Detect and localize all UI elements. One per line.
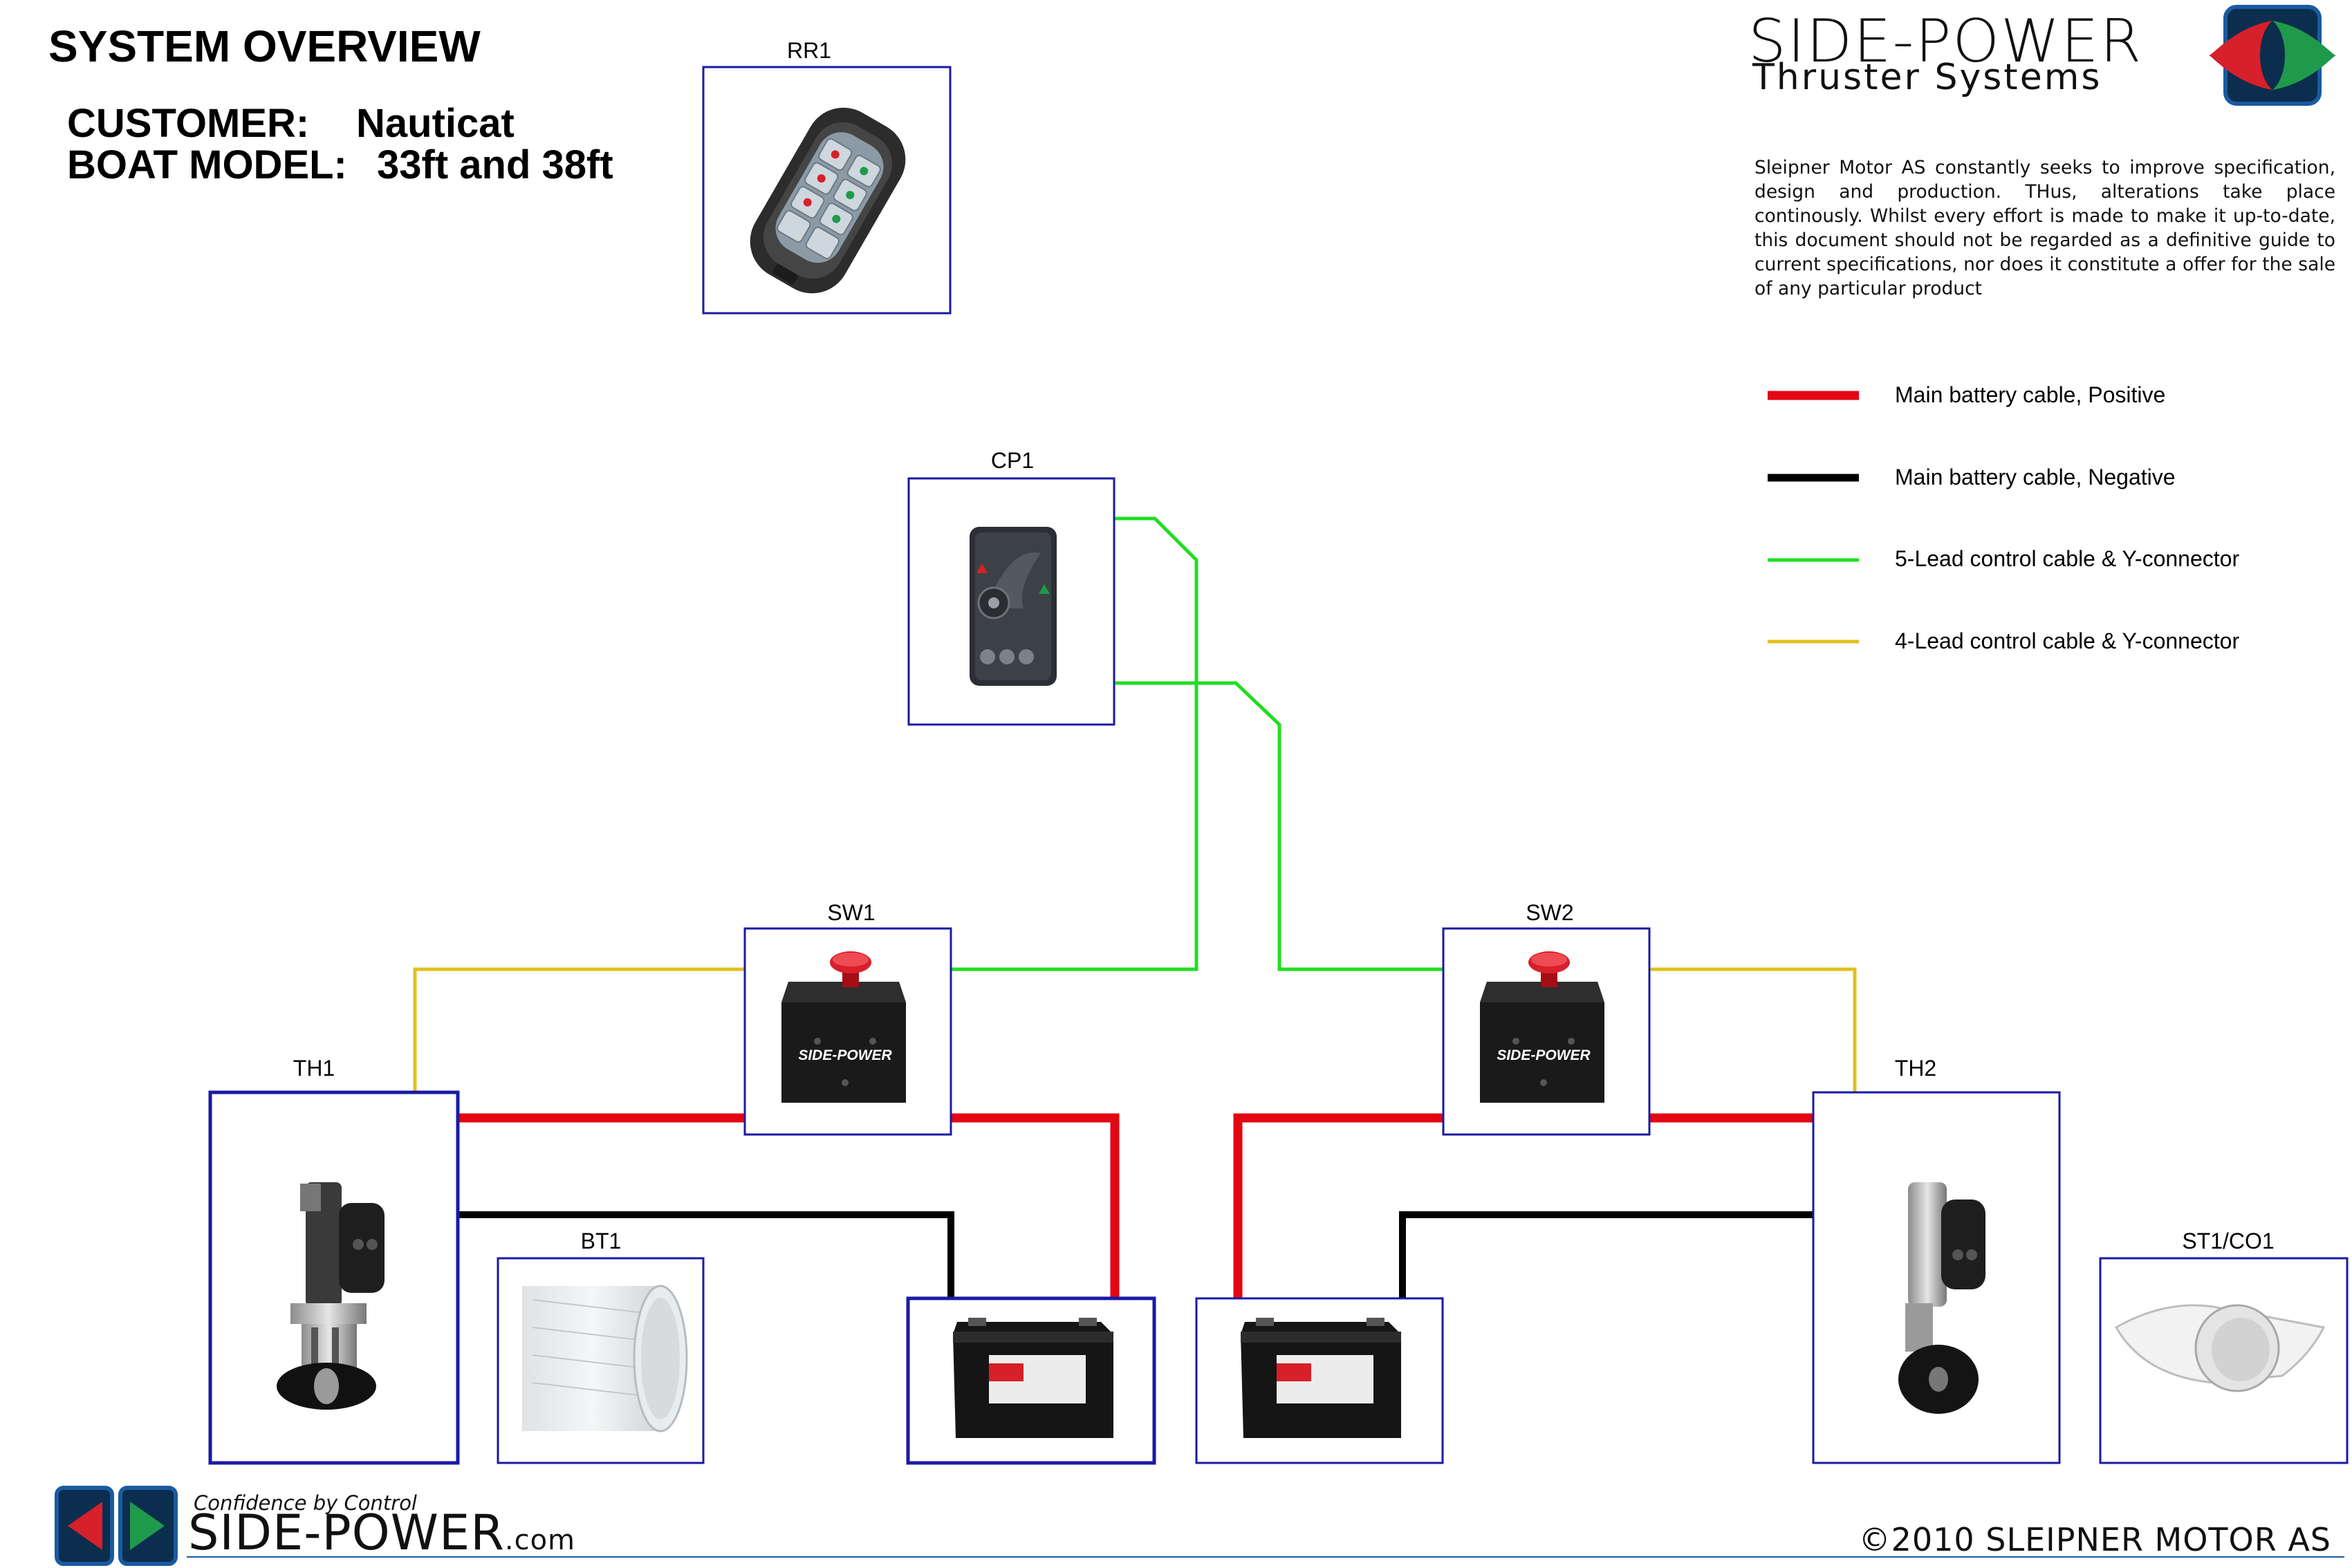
legend-label-4lead: 4-Lead control cable & Y-connector bbox=[1895, 628, 2240, 653]
thruster-image bbox=[277, 1182, 385, 1410]
tunnel-tube-image bbox=[522, 1285, 688, 1432]
label-sw1: SW1 bbox=[827, 900, 876, 925]
svg-text:SIDE-POWER: SIDE-POWER bbox=[1497, 1047, 1591, 1063]
label-st1-co1: ST1/CO1 bbox=[2182, 1229, 2275, 1253]
label-th1: TH1 bbox=[293, 1056, 335, 1081]
disclaimer-text: Sleipner Motor AS constantly seeks to im… bbox=[1754, 157, 2335, 299]
page-title: SYSTEM OVERVIEW bbox=[48, 21, 481, 71]
cable-control-4lead bbox=[413, 967, 1857, 1092]
battery-2-component bbox=[1195, 1297, 1444, 1464]
brand-subtitle: Thruster Systems bbox=[1752, 57, 2102, 98]
customer-line: CUSTOMER: Nauticat bbox=[67, 100, 515, 147]
sw1-component: SIDE-POWER bbox=[743, 927, 952, 1136]
main-switch-image: SIDE-POWER bbox=[1480, 951, 1604, 1103]
label-cp1: CP1 bbox=[990, 448, 1035, 473]
cable-positive bbox=[456, 1113, 1813, 1300]
label-sw2: SW2 bbox=[1526, 900, 1574, 925]
legend bbox=[1768, 391, 1859, 644]
cp1-component bbox=[907, 477, 1115, 726]
remote-control-image bbox=[750, 107, 906, 294]
stern-cover-image bbox=[2114, 1304, 2326, 1392]
footer-tagline: Confidence by Control bbox=[194, 1491, 417, 1515]
th2-component bbox=[1812, 1091, 2061, 1464]
battery-image bbox=[953, 1318, 1113, 1438]
customer-label: CUSTOMER: bbox=[67, 101, 310, 146]
boat-model-label: BOAT MODEL: bbox=[67, 142, 347, 187]
boat-model-line: BOAT MODEL: 33ft and 38ft bbox=[67, 142, 613, 188]
label-bt1: BT1 bbox=[580, 1229, 622, 1253]
st1-co1-component bbox=[2099, 1257, 2349, 1464]
footer-logo-icon bbox=[55, 1486, 178, 1566]
footer-brand-name: SIDE-POWER bbox=[188, 1504, 505, 1561]
control-panel-image bbox=[970, 527, 1057, 686]
bt1-component bbox=[497, 1257, 705, 1464]
legend-label-5lead: 5-Lead control cable & Y-connector bbox=[1895, 546, 2240, 571]
brand-name: SIDE-POWER bbox=[1748, 7, 2143, 76]
sw2-component: SIDE-POWER bbox=[1442, 927, 1651, 1136]
battery-1-component bbox=[906, 1296, 1156, 1465]
battery-image bbox=[1241, 1318, 1401, 1438]
label-th2: TH2 bbox=[1894, 1056, 1937, 1081]
boat-model-value: 33ft and 38ft bbox=[377, 142, 613, 187]
label-rr1: RR1 bbox=[786, 38, 832, 63]
customer-value: Nauticat bbox=[356, 101, 515, 146]
th1-component bbox=[208, 1090, 460, 1465]
footer-brand: SIDE-POWER.com bbox=[188, 1504, 575, 1561]
rr1-component bbox=[702, 66, 952, 315]
svg-text:SIDE-POWER: SIDE-POWER bbox=[798, 1047, 892, 1063]
cable-control-5lead bbox=[951, 516, 1444, 971]
footer-brand-suffix: .com bbox=[504, 1524, 576, 1556]
main-switch-image: SIDE-POWER bbox=[781, 951, 906, 1103]
legend-label-positive: Main battery cable, Positive bbox=[1895, 382, 2166, 407]
thruster-image bbox=[1898, 1182, 1985, 1414]
legend-label-negative: Main battery cable, Negative bbox=[1895, 465, 2176, 489]
copyright-text: ©2010 SLEIPNER MOTOR AS bbox=[1858, 1521, 2331, 1558]
cable-negative bbox=[456, 1211, 1813, 1300]
side-power-logo-icon bbox=[2209, 5, 2336, 106]
